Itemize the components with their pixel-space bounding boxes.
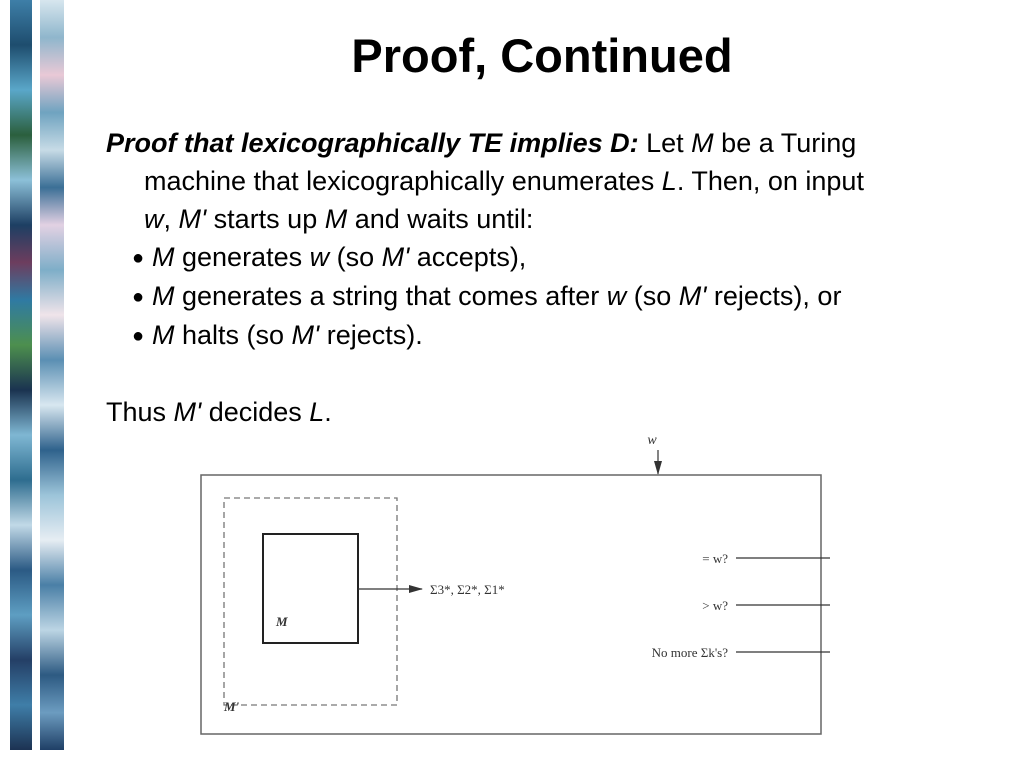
bullet-item: ● M generates w (so M' accepts), bbox=[106, 238, 1006, 277]
machine-diagram: w M M' Σ3*, Σ2*, Σ1* = w? accept > w? re… bbox=[190, 428, 830, 740]
math-symbol: w bbox=[606, 281, 627, 311]
test-condition: No more Σk's? bbox=[652, 645, 729, 660]
math-symbol: M bbox=[691, 128, 714, 158]
input-label: w bbox=[647, 433, 657, 448]
math-symbol: M' bbox=[291, 320, 320, 350]
proof-lead: Proof that lexicographically TE implies … bbox=[106, 128, 639, 158]
proof-line-1: Proof that lexicographically TE implies … bbox=[106, 124, 1006, 162]
test-row: = w? accept bbox=[702, 551, 830, 566]
math-symbol: M' bbox=[678, 281, 707, 311]
outer-machine-label: M' bbox=[223, 699, 240, 714]
text-run: starts up bbox=[206, 204, 325, 234]
text-run: decides bbox=[201, 397, 310, 427]
math-symbol: L bbox=[309, 397, 325, 427]
math-symbol: w bbox=[309, 242, 330, 272]
text-run: be a Turing bbox=[713, 128, 857, 158]
bullet-dot: ● bbox=[132, 247, 145, 269]
bullet-item: ● M halts (so M' rejects). bbox=[106, 316, 1006, 355]
math-symbol: M bbox=[152, 320, 175, 350]
text-run: halts (so bbox=[174, 320, 292, 350]
text-run: accepts), bbox=[409, 242, 527, 272]
text-run: generates a string that comes after bbox=[174, 281, 607, 311]
proof-text: Proof that lexicographically TE implies … bbox=[106, 124, 1006, 431]
math-symbol: M bbox=[324, 204, 348, 234]
outer-machine-box bbox=[200, 474, 822, 735]
text-run: and waits until: bbox=[347, 204, 534, 234]
bullet-item: ● M generates a string that comes after w… bbox=[106, 277, 1006, 316]
slide-title: Proof, Continued bbox=[351, 29, 733, 82]
test-row: No more Σk's? reject bbox=[652, 645, 830, 660]
text-run: (so bbox=[329, 242, 382, 272]
decorative-strip-right bbox=[40, 0, 64, 750]
math-symbol: w bbox=[144, 204, 164, 234]
text-run: rejects), or bbox=[706, 281, 842, 311]
proof-line-2: machine that lexicographically enumerate… bbox=[106, 162, 1006, 200]
dashed-wrapper-box bbox=[223, 497, 398, 706]
bullet-dot: ● bbox=[132, 325, 145, 347]
math-symbol: M bbox=[152, 281, 175, 311]
text-run: . bbox=[324, 397, 332, 427]
text-run: (so bbox=[626, 281, 679, 311]
test-row: > w? reject bbox=[702, 598, 830, 613]
text-run: Thus bbox=[106, 397, 174, 427]
bullet-dot: ● bbox=[132, 286, 145, 308]
math-symbol: M' bbox=[381, 242, 410, 272]
text-run: . Then, on input bbox=[676, 166, 864, 196]
text-run: rejects). bbox=[319, 320, 423, 350]
math-symbol: M' bbox=[173, 397, 202, 427]
math-symbol: L bbox=[661, 166, 677, 196]
test-condition: > w? bbox=[702, 598, 728, 613]
text-run: machine that lexicographically enumerate… bbox=[144, 166, 662, 196]
text-run: , bbox=[163, 204, 179, 234]
text-run: generates bbox=[174, 242, 310, 272]
inner-machine-label: M bbox=[275, 614, 288, 629]
math-symbol: M' bbox=[178, 204, 207, 234]
proof-line-3: w, M' starts up M and waits until: bbox=[106, 200, 1006, 238]
text-run: Let bbox=[638, 128, 692, 158]
math-symbol: M bbox=[152, 242, 175, 272]
decorative-strip-left bbox=[10, 0, 32, 750]
conclusion-line: Thus M' decides L. bbox=[106, 393, 1006, 431]
stream-label: Σ3*, Σ2*, Σ1* bbox=[430, 582, 505, 597]
test-condition: = w? bbox=[702, 551, 728, 566]
